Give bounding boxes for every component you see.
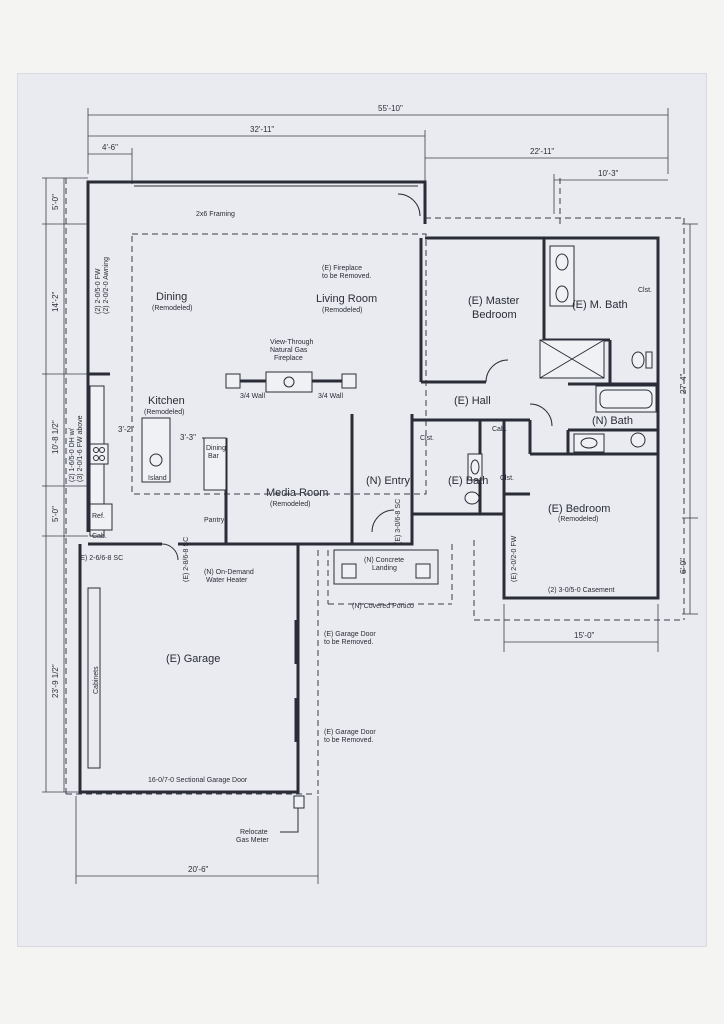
room-media: Media Room xyxy=(266,487,328,499)
room-bedroom: (E) Bedroom xyxy=(548,503,610,515)
room-master-1: (E) Master xyxy=(468,295,520,307)
dim-right-width: 22'-11" xyxy=(530,147,554,156)
room-m-bath: (E) M. Bath xyxy=(572,299,628,311)
note-door-left: (E) 2-6/6-8 SC xyxy=(78,555,123,562)
room-hall: (E) Hall xyxy=(454,395,491,407)
note-door-garage: (E) 2-8/6-8 SC xyxy=(183,537,190,582)
note-water-heater-1: (N) On-Demand xyxy=(204,569,254,576)
note-casement: (2) 3-0/5-0 Casement xyxy=(548,587,615,594)
note-dining-window-2: (2) 2-0/2-0 Awning xyxy=(103,257,110,314)
note-landing-1: (N) Concrete xyxy=(364,557,404,564)
note-fireplace-1: (E) Fireplace xyxy=(322,265,362,272)
note-dining-bar-2: Bar xyxy=(208,453,220,460)
left-dimensions: 5'-0" 14'-2" 10'-8 1/2" 5'-0" 23'-9 1/2" xyxy=(42,177,88,793)
note-view-through-2: Natural Gas xyxy=(270,347,308,354)
note-bed-window-side: (E) 2-0/2-0 FW xyxy=(511,535,518,582)
room-e-bath: (E) Bath xyxy=(448,475,488,487)
note-sectional-door: 16-0/7-0 Sectional Garage Door xyxy=(148,777,248,784)
note-clst-hall: Clst. xyxy=(500,475,514,482)
note-pantry: Pantry xyxy=(204,517,225,524)
room-kitchen: Kitchen xyxy=(148,395,185,407)
drawing-sheet: 55'-10" 32'-11" 22'-11" 4'-6" 10'-3" 5'-… xyxy=(18,74,706,946)
note-island-gap: 3'-3" xyxy=(180,433,196,442)
dashed-lines xyxy=(65,178,685,795)
note-kitchen-gap: 3'-2" xyxy=(118,425,134,434)
dim-left-v2: 14'-2" xyxy=(51,291,60,312)
room-master-2: Bedroom xyxy=(472,309,517,321)
note-view-through-1: View-Through xyxy=(270,339,314,346)
dim-overall-width: 55'-10" xyxy=(378,104,403,113)
dim-bottom-width: 20'-6" xyxy=(188,865,209,874)
note-fireplace-2: to be Removed. xyxy=(322,273,371,280)
note-cab-hall: Cab. xyxy=(492,426,507,433)
room-bedroom-sub: (Remodeled) xyxy=(558,516,598,523)
note-cabinets: Cabinets xyxy=(93,666,100,694)
dim-left-v3: 10'-8 1/2" xyxy=(51,420,60,454)
room-living: Living Room xyxy=(316,293,377,305)
note-water-heater-2: Water Heater xyxy=(206,577,248,584)
note-clst-bath: Clst. xyxy=(420,435,434,442)
dim-left-offset: 4'-6" xyxy=(102,143,118,152)
note-garage-door-2a: (E) Garage Door xyxy=(324,729,376,736)
note-clst-master: Clst. xyxy=(638,287,652,294)
room-garage: (E) Garage xyxy=(166,653,220,665)
note-gas-meter-1: Relocate xyxy=(240,829,268,836)
note-portico: (N) Covered Portico xyxy=(352,603,414,610)
note-framing: 2x6 Framing xyxy=(196,211,235,218)
note-kitchen-window-1: (2) 1-6/5-0 DH w/ xyxy=(69,428,76,482)
note-kitchen-window-2: (3) 2-0/1-6 FW above xyxy=(77,415,84,482)
room-living-sub: (Remodeled) xyxy=(322,307,362,314)
dim-right-offset: 10'-3" xyxy=(598,169,619,178)
note-ref: Ref. xyxy=(92,513,105,520)
dim-bath-width: 15'-0" xyxy=(574,631,595,640)
dim-left-width: 32'-11" xyxy=(250,125,274,134)
note-landing-2: Landing xyxy=(372,565,397,572)
dim-left-v1: 5'-0" xyxy=(51,194,60,210)
note-garage-door-1b: to be Removed. xyxy=(324,639,373,646)
dim-right-v2: 6'-0" xyxy=(679,558,688,574)
note-door-entry: (E) 3-0/6-8 SC xyxy=(395,499,402,544)
fixtures xyxy=(89,193,657,585)
room-dining-sub: (Remodeled) xyxy=(152,305,192,312)
note-wall-right: 3/4 Wall xyxy=(318,393,343,400)
floor-plan: 55'-10" 32'-11" 22'-11" 4'-6" 10'-3" 5'-… xyxy=(42,104,698,884)
dim-left-v5: 23'-9 1/2" xyxy=(51,664,60,698)
note-cab: Cab. xyxy=(92,533,107,540)
note-wall-left: 3/4 Wall xyxy=(240,393,265,400)
note-garage-door-2b: to be Removed. xyxy=(324,737,373,744)
note-view-through-3: Fireplace xyxy=(274,355,303,362)
top-dimensions: 55'-10" 32'-11" 22'-11" 4'-6" 10'-3" xyxy=(87,104,669,214)
note-dining-bar-1: Dining xyxy=(206,445,226,452)
room-labels: Dining (Remodeled) Living Room (Remodele… xyxy=(144,291,633,665)
right-dimensions: 27'-4" 6'-0" xyxy=(679,223,698,615)
note-garage-door-1a: (E) Garage Door xyxy=(324,631,376,638)
bottom-dimensions: 20'-6" 15'-0" xyxy=(75,604,659,884)
note-dining-window-1: (2) 2-0/5-0 FW xyxy=(95,268,102,314)
plan-notes: 2x6 Framing (E) Fireplace to be Removed.… xyxy=(69,211,652,844)
room-n-bath: (N) Bath xyxy=(592,415,633,427)
dim-left-v4: 5'-0" xyxy=(51,506,60,522)
note-gas-meter-2: Gas Meter xyxy=(236,837,269,844)
room-dining: Dining xyxy=(156,291,187,303)
room-kitchen-sub: (Remodeled) xyxy=(144,409,184,416)
note-island: Island xyxy=(148,475,167,482)
gas-meter-marker xyxy=(280,795,305,833)
room-entry: (N) Entry xyxy=(366,475,411,487)
room-media-sub: (Remodeled) xyxy=(270,501,310,508)
